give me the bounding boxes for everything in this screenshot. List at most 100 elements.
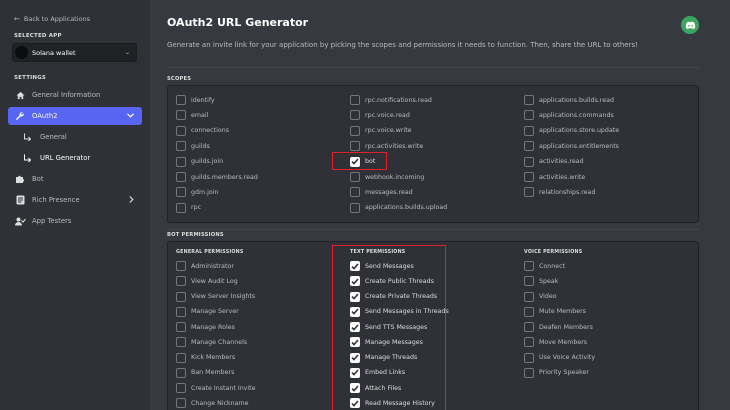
checkbox-box[interactable] [176, 261, 186, 271]
permission-checkbox[interactable]: Use Voice Activity [524, 352, 595, 364]
checkbox-box[interactable] [176, 383, 186, 393]
checkmark-icon[interactable] [350, 156, 360, 167]
checkbox-box[interactable] [176, 367, 186, 378]
checkbox-box[interactable] [176, 398, 186, 409]
scope-checkbox[interactable]: rpc.activities.write [350, 140, 423, 152]
permission-checkbox[interactable]: Send TTS Messages [350, 321, 427, 333]
permission-checkbox[interactable]: View Audit Log [176, 275, 238, 287]
checkbox-box[interactable] [524, 261, 534, 271]
checkbox-box[interactable] [524, 306, 534, 317]
scope-checkbox[interactable]: applications.entitlements [524, 140, 619, 152]
scope-checkbox[interactable]: rpc.voice.write [350, 125, 412, 137]
permission-checkbox[interactable]: Send Messages [350, 260, 414, 272]
sidebar-item-general-information[interactable]: General Information [8, 86, 142, 104]
checkbox-box[interactable] [176, 202, 186, 213]
checkbox-box[interactable] [176, 110, 186, 121]
checkmark-icon[interactable] [350, 276, 360, 287]
permission-checkbox[interactable]: Connect [524, 260, 565, 272]
checkbox-box[interactable] [524, 352, 534, 363]
scope-checkbox[interactable]: guilds [176, 140, 210, 152]
checkmark-icon[interactable] [350, 337, 360, 348]
checkbox-box[interactable] [176, 276, 186, 287]
permission-checkbox[interactable]: Embed Links [350, 367, 405, 379]
checkbox-box[interactable] [524, 95, 534, 105]
permission-checkbox[interactable]: Ban Members [176, 367, 234, 379]
checkbox-box[interactable] [524, 172, 534, 182]
permission-checkbox[interactable]: Send Messages in Threads [350, 306, 449, 318]
checkbox-box[interactable] [176, 95, 186, 105]
permission-checkbox[interactable]: Video [524, 291, 557, 303]
sidebar-item-app-testers[interactable]: App Testers [8, 212, 142, 230]
sidebar-item-rich-presence[interactable]: Rich Presence [8, 191, 142, 209]
checkbox-box[interactable] [176, 141, 186, 152]
checkbox-box[interactable] [350, 172, 360, 182]
scope-checkbox[interactable]: connections [176, 125, 229, 137]
checkbox-box[interactable] [176, 187, 186, 198]
checkbox-box[interactable] [524, 156, 534, 167]
permission-checkbox[interactable]: Deafen Members [524, 321, 593, 333]
checkbox-box[interactable] [524, 110, 534, 121]
scope-checkbox[interactable]: relationships.read [524, 186, 595, 198]
checkbox-box[interactable] [350, 141, 360, 152]
checkbox-box[interactable] [176, 172, 186, 182]
permission-checkbox[interactable]: Manage Messages [350, 336, 423, 348]
checkbox-box[interactable] [524, 125, 534, 136]
checkbox-box[interactable] [350, 202, 360, 213]
permission-checkbox[interactable]: Administrator [176, 260, 234, 272]
checkbox-box[interactable] [176, 322, 186, 332]
checkbox-box[interactable] [524, 367, 534, 378]
scope-checkbox[interactable]: identify [176, 94, 215, 106]
scope-checkbox[interactable]: guilds.join [176, 156, 223, 168]
checkmark-icon[interactable] [350, 261, 360, 271]
permission-checkbox[interactable]: Mute Members [524, 306, 586, 318]
scope-checkbox[interactable]: activities.read [524, 156, 584, 168]
scope-checkbox[interactable]: messages.read [350, 186, 413, 198]
checkbox-box[interactable] [350, 95, 360, 105]
scope-checkbox[interactable]: rpc.notifications.read [350, 94, 432, 106]
checkbox-box[interactable] [176, 352, 186, 363]
permission-checkbox[interactable]: Move Members [524, 336, 587, 348]
checkmark-icon[interactable] [350, 322, 360, 332]
checkbox-box[interactable] [350, 125, 360, 136]
checkbox-box[interactable] [350, 110, 360, 121]
checkmark-icon[interactable] [350, 383, 360, 393]
permission-checkbox[interactable]: View Server Insights [176, 291, 255, 303]
scope-checkbox[interactable]: applications.store.update [524, 125, 619, 137]
checkbox-box[interactable] [176, 291, 186, 302]
checkbox-box[interactable] [524, 141, 534, 152]
scope-checkbox[interactable]: activities.write [524, 171, 585, 183]
scope-checkbox[interactable]: email [176, 109, 208, 121]
checkmark-icon[interactable] [350, 306, 360, 317]
scope-checkbox[interactable]: applications.commands [524, 109, 614, 121]
permission-checkbox[interactable]: Create Public Threads [350, 275, 434, 287]
checkmark-icon[interactable] [350, 352, 360, 363]
scope-checkbox[interactable]: rpc.voice.read [350, 109, 410, 121]
scope-checkbox[interactable]: guilds.members.read [176, 171, 258, 183]
checkbox-box[interactable] [524, 187, 534, 198]
checkmark-icon[interactable] [350, 291, 360, 302]
permission-checkbox[interactable]: Manage Roles [176, 321, 235, 333]
discord-logo-button[interactable] [681, 16, 699, 34]
permission-checkbox[interactable]: Kick Members [176, 352, 235, 364]
checkbox-box[interactable] [524, 276, 534, 287]
checkbox-box[interactable] [176, 337, 186, 348]
permission-checkbox[interactable]: Change Nickname [176, 397, 249, 409]
checkbox-box[interactable] [176, 125, 186, 136]
checkmark-icon[interactable] [350, 398, 360, 409]
checkbox-box[interactable] [524, 291, 534, 302]
checkbox-box[interactable] [350, 187, 360, 198]
back-to-applications-link[interactable]: ← Back to Applications [14, 14, 142, 24]
scope-checkbox[interactable]: applications.builds.upload [350, 202, 447, 214]
permission-checkbox[interactable]: Create Instant Invite [176, 382, 256, 394]
permission-checkbox[interactable]: Read Message History [350, 397, 435, 409]
permission-checkbox[interactable]: Create Private Threads [350, 291, 437, 303]
permission-checkbox[interactable]: Manage Threads [350, 352, 417, 364]
scope-checkbox[interactable]: rpc [176, 202, 201, 214]
checkbox-box[interactable] [176, 156, 186, 167]
checkbox-box[interactable] [176, 306, 186, 317]
checkbox-box[interactable] [524, 322, 534, 332]
permission-checkbox[interactable]: Manage Server [176, 306, 239, 318]
checkmark-icon[interactable] [350, 367, 360, 378]
sidebar-item-oauth2[interactable]: OAuth2 [8, 107, 142, 125]
sidebar-item-url-generator[interactable]: URL Generator [8, 149, 142, 167]
